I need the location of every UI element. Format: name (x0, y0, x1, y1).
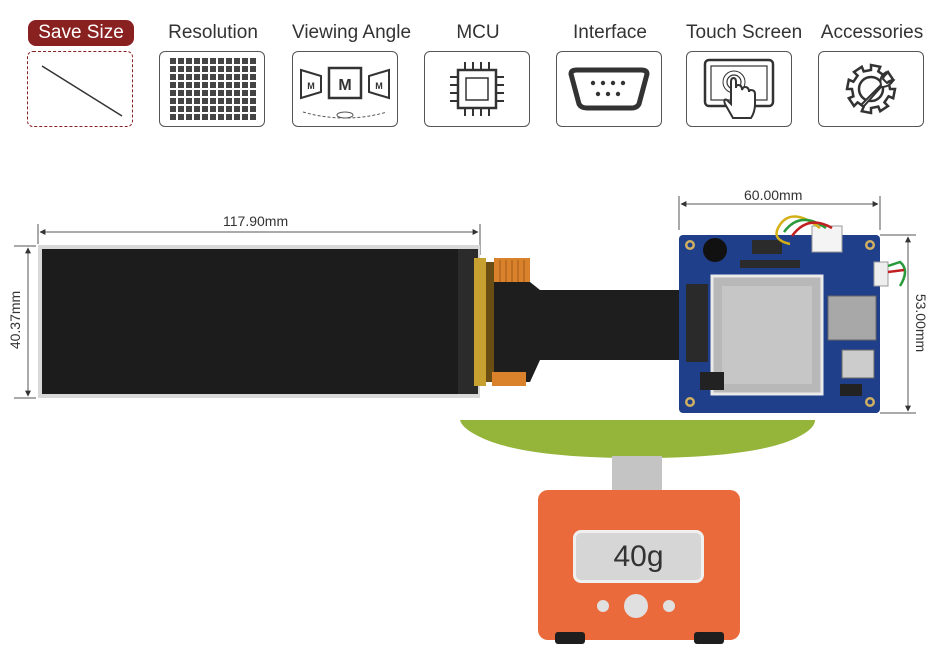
touch-hand-icon (686, 51, 792, 127)
tab-save-size[interactable]: Save Size (27, 0, 135, 127)
gear-wrench-icon (818, 51, 924, 127)
diagonal-line-icon (27, 51, 133, 127)
board-width-label: 60.00mm (744, 187, 803, 203)
tab-mcu-label: MCU (456, 22, 500, 43)
scale-weight-readout: 40g (573, 530, 704, 583)
tab-save-size-label: Save Size (28, 20, 134, 46)
tab-accessories-label: Accessories (820, 22, 924, 43)
tab-resolution[interactable]: Resolution (159, 0, 267, 127)
tab-mcu[interactable]: MCU (424, 0, 532, 127)
tab-interface-label: Interface (573, 22, 647, 43)
pixel-grid-icon (159, 51, 265, 127)
screen-width-label: 117.90mm (223, 213, 289, 229)
tab-viewing-angle[interactable]: Viewing Angle M M M (292, 0, 411, 127)
tab-touch-screen[interactable]: Touch Screen (686, 0, 802, 127)
viewing-angle-letter-center: M (338, 77, 351, 94)
viewing-angle-letter-right: M (375, 81, 383, 91)
tab-viewing-angle-label: Viewing Angle (292, 22, 412, 43)
board-height-label: 53.00mm (913, 293, 930, 353)
tab-touch-screen-label: Touch Screen (686, 22, 803, 43)
screen-height-dimension (14, 245, 36, 399)
serial-port-icon (556, 51, 662, 127)
screen-height-label: 40.37mm (7, 290, 24, 350)
board-width-dimension (678, 196, 881, 230)
connector-wires (775, 215, 907, 287)
tab-accessories[interactable]: Accessories (818, 0, 926, 127)
chip-icon (424, 51, 530, 127)
board-height-dimension (880, 234, 916, 414)
viewing-angle-icon: M M M (292, 51, 398, 127)
viewing-angle-letter-left: M (307, 81, 315, 91)
tab-resolution-label: Resolution (168, 22, 258, 43)
fpc-ribbon-cable (492, 258, 690, 386)
driver-board (679, 225, 889, 413)
tab-interface[interactable]: Interface (556, 0, 664, 127)
lcd-screen (38, 245, 494, 398)
